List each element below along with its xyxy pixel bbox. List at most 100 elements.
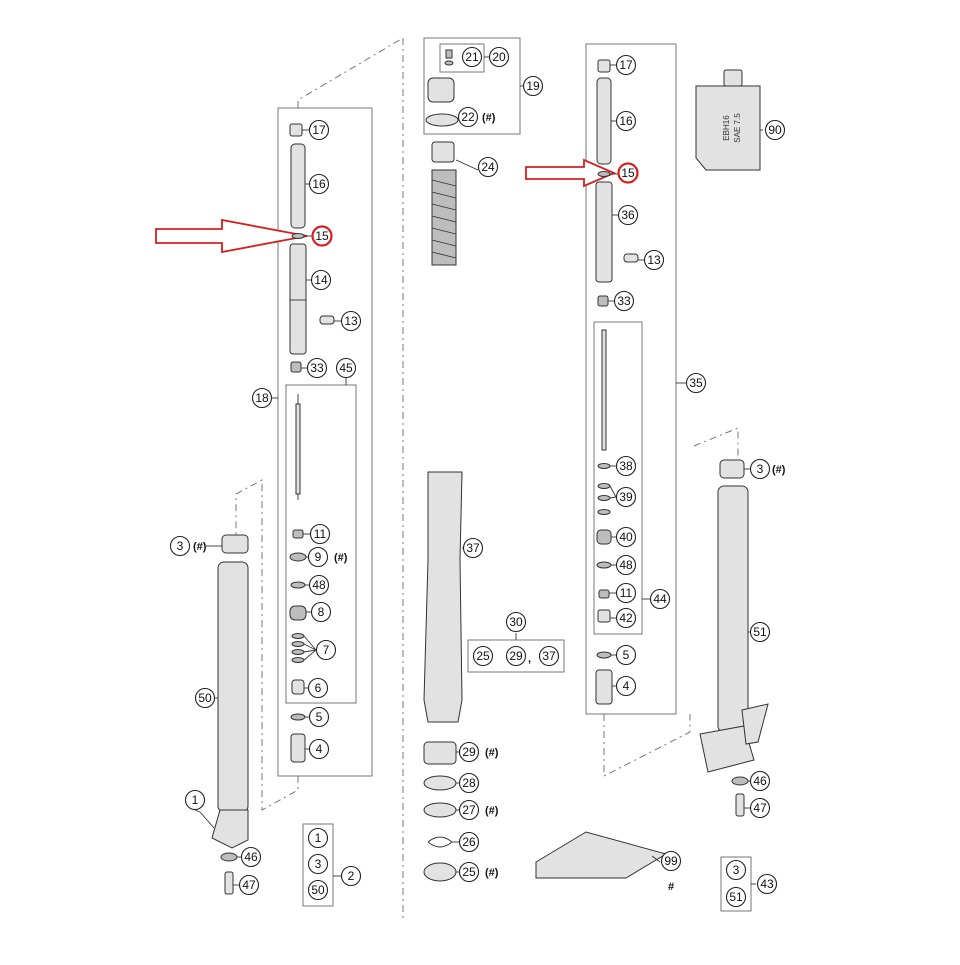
callout-16-left: 16 bbox=[308, 173, 330, 195]
callout-circle bbox=[340, 865, 362, 887]
callout-circle bbox=[307, 879, 329, 901]
callout-circle bbox=[309, 523, 331, 545]
callout-circle bbox=[194, 687, 216, 709]
callout-number: 47 bbox=[242, 878, 256, 892]
callout-7: 7 bbox=[315, 639, 337, 661]
callout-circle bbox=[615, 644, 637, 666]
left-leg-parts bbox=[199, 123, 335, 895]
callout-circle bbox=[615, 110, 637, 132]
callout-number: 18 bbox=[255, 391, 269, 405]
callout-circle bbox=[505, 611, 527, 633]
callout-number: 46 bbox=[244, 850, 258, 864]
callout-circle bbox=[307, 853, 329, 875]
callout-2: 2 bbox=[340, 865, 362, 887]
callout-circle bbox=[458, 772, 480, 794]
tag-99-hash: # bbox=[668, 881, 674, 893]
callout-number: 6 bbox=[315, 681, 322, 695]
callout-number: 99 bbox=[664, 854, 678, 868]
callout-circle bbox=[306, 357, 328, 379]
callout-number: 3 bbox=[177, 539, 184, 553]
callout-30-25: 25 bbox=[472, 645, 494, 667]
callout-number: 13 bbox=[344, 314, 358, 328]
callout-number: 3 bbox=[757, 462, 764, 476]
callout-number: 48 bbox=[312, 578, 326, 592]
left-axis-line bbox=[297, 37, 404, 108]
callout-number: 40 bbox=[619, 530, 633, 544]
callout-circle bbox=[308, 173, 330, 195]
callout-2-1: 1 bbox=[307, 827, 329, 849]
callout-number: 51 bbox=[729, 890, 743, 904]
callout-circle bbox=[615, 526, 637, 548]
callout-circle bbox=[725, 859, 747, 881]
callout-28: 28 bbox=[458, 772, 480, 794]
tag-29: (#) bbox=[485, 747, 499, 759]
callout-circle bbox=[505, 645, 527, 667]
callout-99: 99 bbox=[660, 850, 682, 872]
callout-43-3: 3 bbox=[725, 859, 747, 881]
callout-43-51: 51 bbox=[725, 886, 747, 908]
callout-25: 25 bbox=[458, 861, 480, 883]
callout-number: 15 bbox=[621, 166, 635, 180]
callout-number: 15 bbox=[315, 229, 329, 243]
leader-lines bbox=[194, 56, 763, 886]
callout-13-right: 13 bbox=[643, 249, 665, 271]
callout-number: 43 bbox=[760, 877, 774, 891]
callout-number: 46 bbox=[753, 774, 767, 788]
callout-35: 35 bbox=[685, 372, 707, 394]
callout-30-29: 29 bbox=[505, 645, 527, 667]
callout-circle bbox=[477, 156, 499, 178]
callout-circle bbox=[615, 675, 637, 697]
callout-number: 3 bbox=[733, 863, 740, 877]
spring-coils bbox=[431, 179, 457, 259]
tag-25: (#) bbox=[485, 867, 499, 879]
callout-circle bbox=[617, 162, 639, 184]
callout-number: 13 bbox=[647, 253, 661, 267]
callout-number: 5 bbox=[316, 710, 323, 724]
callout-33-right: 33 bbox=[613, 290, 635, 312]
callout-circle bbox=[335, 357, 357, 379]
callout-16-right: 16 bbox=[615, 110, 637, 132]
callout-3-right: 3 bbox=[749, 458, 771, 480]
right-leg-parts bbox=[595, 59, 769, 817]
callout-circle bbox=[749, 770, 771, 792]
callout-48-right: 48 bbox=[615, 554, 637, 576]
callout-number: 25 bbox=[476, 649, 490, 663]
callout-number: 37 bbox=[542, 649, 556, 663]
callout-circle bbox=[615, 582, 637, 604]
callout-circle bbox=[615, 607, 637, 629]
callout-20: 20 bbox=[488, 46, 510, 68]
callout-number: 16 bbox=[312, 177, 326, 191]
callout-number: 33 bbox=[310, 361, 324, 375]
callout-39: 39 bbox=[615, 486, 637, 508]
callout-50: 50 bbox=[194, 687, 216, 709]
callout-19: 19 bbox=[522, 75, 544, 97]
callout-48-left: 48 bbox=[308, 574, 330, 596]
callout-circle bbox=[308, 119, 330, 141]
callout-number: 16 bbox=[619, 114, 633, 128]
highlight-arrow-right bbox=[525, 158, 617, 188]
callout-21: 21 bbox=[461, 46, 483, 68]
tag-22: (#) bbox=[482, 112, 496, 124]
kit-2-frame bbox=[302, 823, 334, 907]
callout-37: 37 bbox=[462, 537, 484, 559]
callout-circle bbox=[660, 850, 682, 872]
callout-number: 17 bbox=[619, 58, 633, 72]
callout-circle bbox=[685, 372, 707, 394]
callout-circle bbox=[458, 799, 480, 821]
right-damper-subframe bbox=[593, 321, 643, 635]
callout-38: 38 bbox=[615, 455, 637, 477]
callout-circle bbox=[307, 827, 329, 849]
callout-circle bbox=[472, 645, 494, 667]
callout-number: 5 bbox=[623, 648, 630, 662]
callout-number: 51 bbox=[753, 625, 767, 639]
callout-3-left: 3 bbox=[169, 535, 191, 557]
callout-circle bbox=[613, 290, 635, 312]
oil-can-label-1: EBH16 bbox=[722, 115, 731, 141]
callout-36: 36 bbox=[617, 204, 639, 226]
callout-circle bbox=[457, 106, 479, 128]
callout-4-right: 4 bbox=[615, 675, 637, 697]
callout-circle bbox=[308, 738, 330, 760]
callout-circle bbox=[307, 546, 329, 568]
callout-number: 33 bbox=[617, 294, 631, 308]
